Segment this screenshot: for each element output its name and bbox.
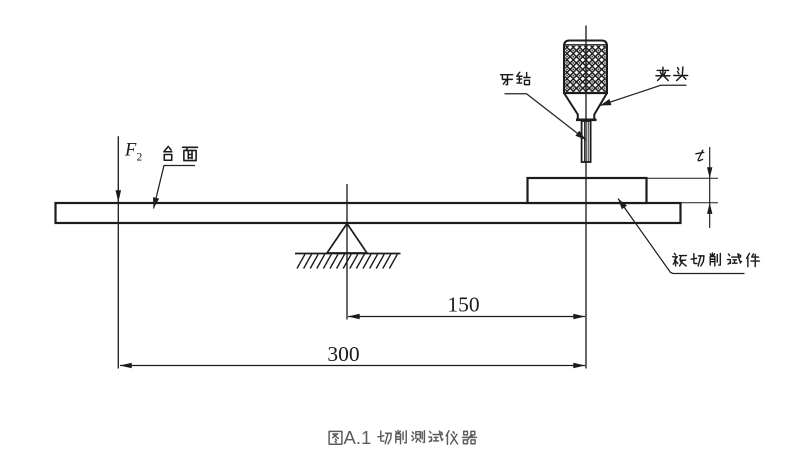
svg-text:F: F	[124, 141, 137, 161]
svg-text:150: 150	[447, 293, 479, 317]
svg-text:300: 300	[327, 342, 359, 366]
svg-text:A.1: A.1	[344, 427, 372, 448]
svg-text:2: 2	[137, 152, 143, 164]
